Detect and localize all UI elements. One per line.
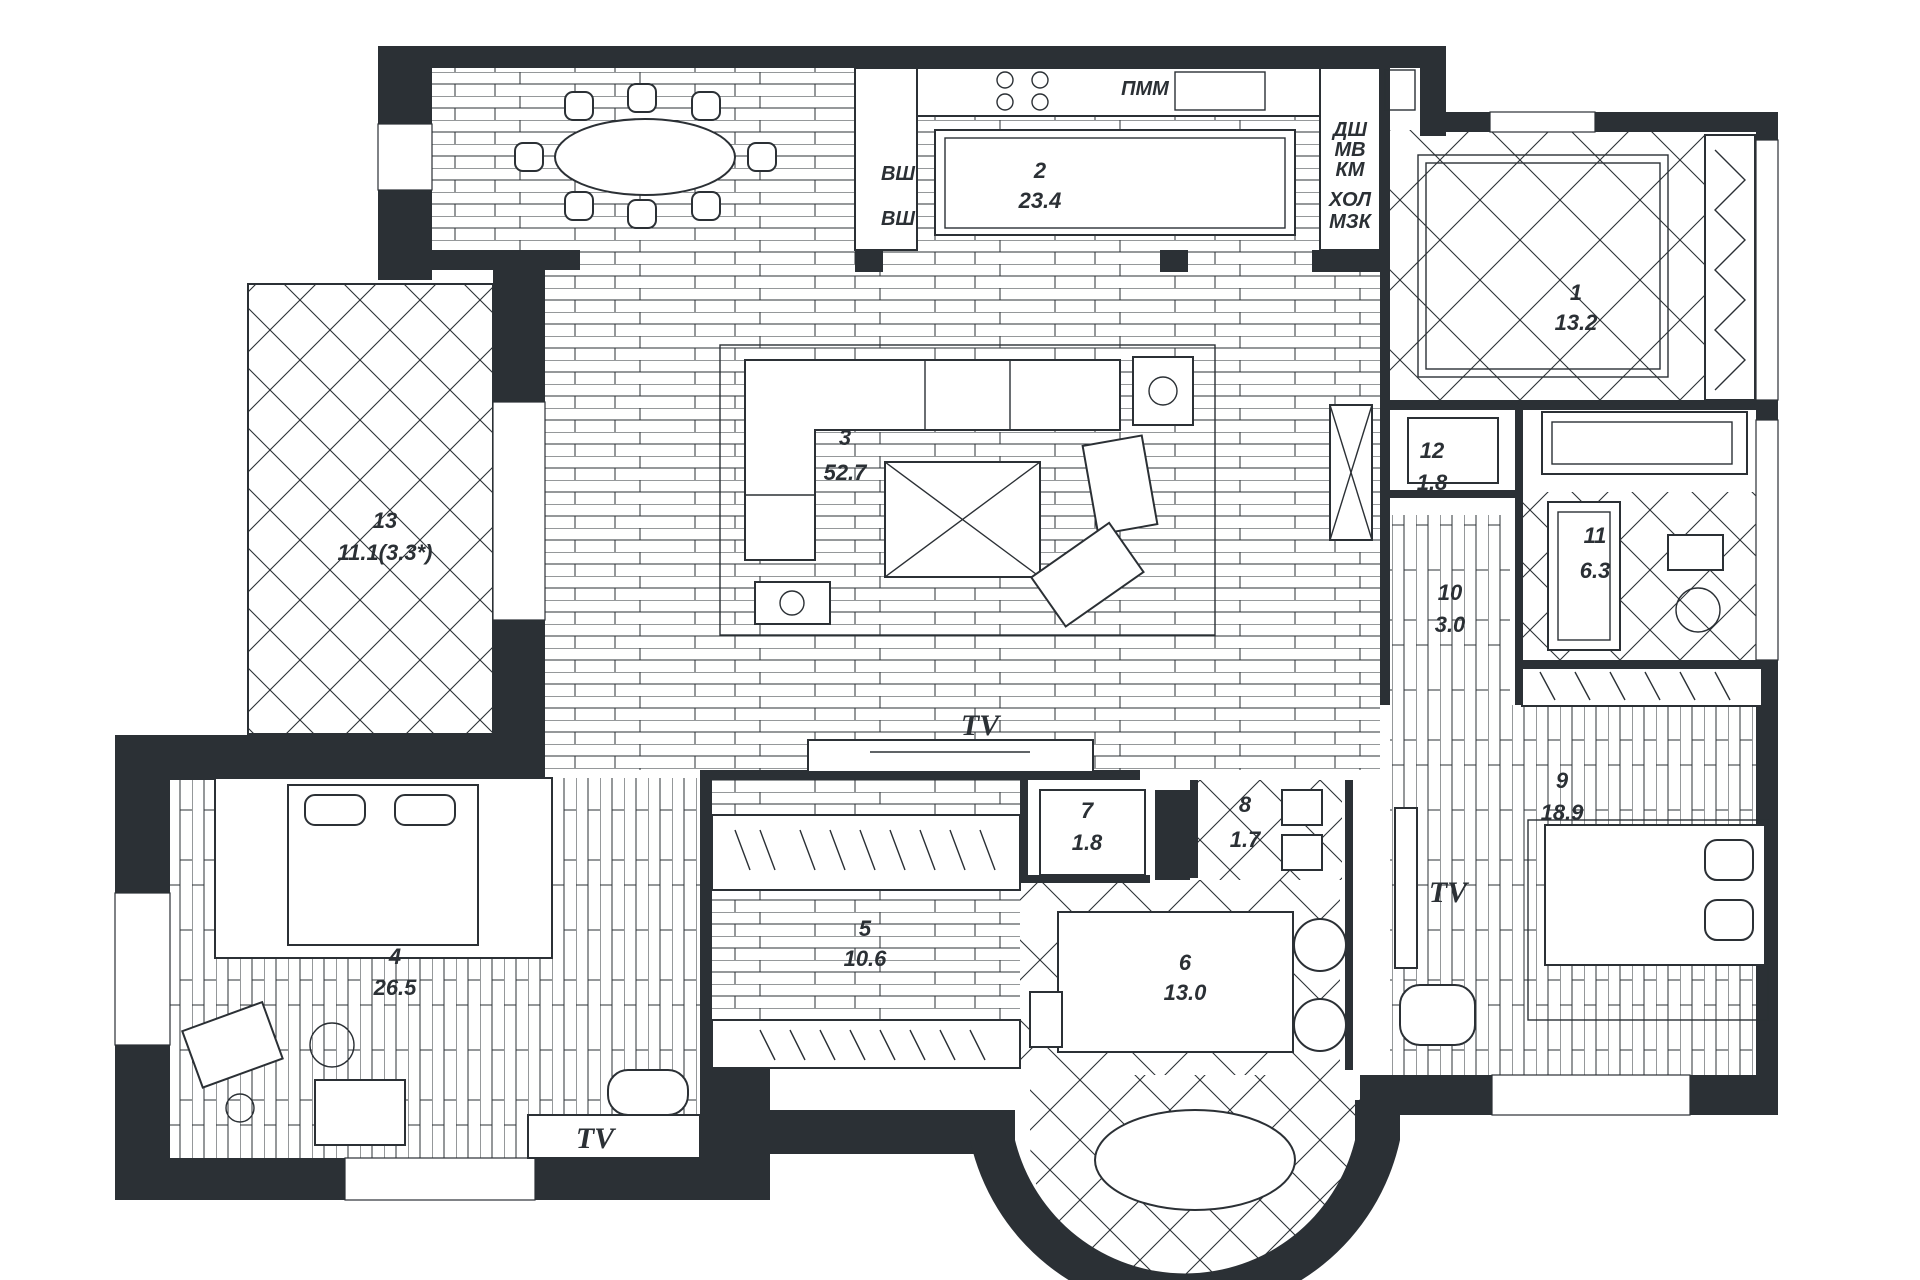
- room-6-area: 13.0: [1164, 980, 1208, 1005]
- fridge-label: ХОЛ: [1328, 189, 1372, 211]
- wall-cabinet-label-1: ВШ: [881, 163, 915, 185]
- appliance-labels: ПММ ВШ ВШ ДШ МВ КМ ХОЛ МЗК: [881, 78, 1373, 233]
- tv-label-bedroom-9: TV: [1429, 876, 1470, 909]
- microwave-label: МВ: [1334, 139, 1365, 161]
- room-3-area: 52.7: [824, 460, 869, 485]
- room-8-number: 8: [1239, 792, 1252, 817]
- bedroom-1-furniture: [1417, 134, 1756, 401]
- small-bath-fixtures: [1039, 411, 1748, 876]
- room-6-number: 6: [1179, 950, 1192, 975]
- room-1-area: 13.2: [1555, 310, 1599, 335]
- dining-table: [514, 83, 777, 229]
- wall-cabinet-label-2: ВШ: [881, 208, 915, 230]
- bedroom-4-furniture: [180, 777, 701, 1159]
- coffee-machine-label: КМ: [1336, 159, 1366, 181]
- living-furniture: [719, 344, 1373, 773]
- bedroom-9-furniture: [1394, 807, 1769, 1046]
- windows: [114, 111, 1779, 1201]
- room-5-number: 5: [859, 916, 872, 941]
- room-7-number: 7: [1081, 798, 1095, 823]
- room-11-area: 6.3: [1580, 558, 1611, 583]
- room-13-area: 11.1(3.3*): [338, 540, 433, 565]
- kitchen-counters: [854, 67, 1416, 251]
- freezer-label: МЗК: [1329, 211, 1373, 233]
- tv-label-living: TV: [961, 709, 1002, 742]
- tv-labels: TV TV TV: [576, 709, 1470, 1155]
- room-labels: 1 13.2 2 23.4 3 52.7 4 26.5 5 10.6 6 13.…: [338, 158, 1611, 1005]
- room-13-number: 13: [373, 508, 397, 533]
- room-11-number: 11: [1584, 523, 1607, 548]
- room-4-number: 4: [388, 944, 401, 969]
- room-12-number: 12: [1420, 438, 1445, 463]
- room-3-number: 3: [839, 425, 851, 450]
- room-8-area: 1.7: [1230, 827, 1262, 852]
- room-2-area: 23.4: [1018, 188, 1062, 213]
- room-9-number: 9: [1556, 768, 1569, 793]
- room-7-area: 1.8: [1072, 830, 1103, 855]
- room-9-area: 18.9: [1541, 800, 1585, 825]
- tv-label-bedroom-4: TV: [576, 1122, 617, 1155]
- dishwasher-label: ПММ: [1121, 78, 1170, 100]
- room-10-area: 3.0: [1435, 612, 1466, 637]
- room-4-area: 26.5: [373, 975, 418, 1000]
- room-2-number: 2: [1033, 158, 1047, 183]
- room-1-number: 1: [1570, 280, 1582, 305]
- oven-label: ДШ: [1331, 119, 1367, 141]
- room-10-number: 10: [1438, 580, 1463, 605]
- room-5-area: 10.6: [844, 946, 888, 971]
- closets: [711, 667, 1763, 1069]
- bath-6-fixtures: [1029, 911, 1347, 1211]
- room-12-area: 1.8: [1417, 470, 1448, 495]
